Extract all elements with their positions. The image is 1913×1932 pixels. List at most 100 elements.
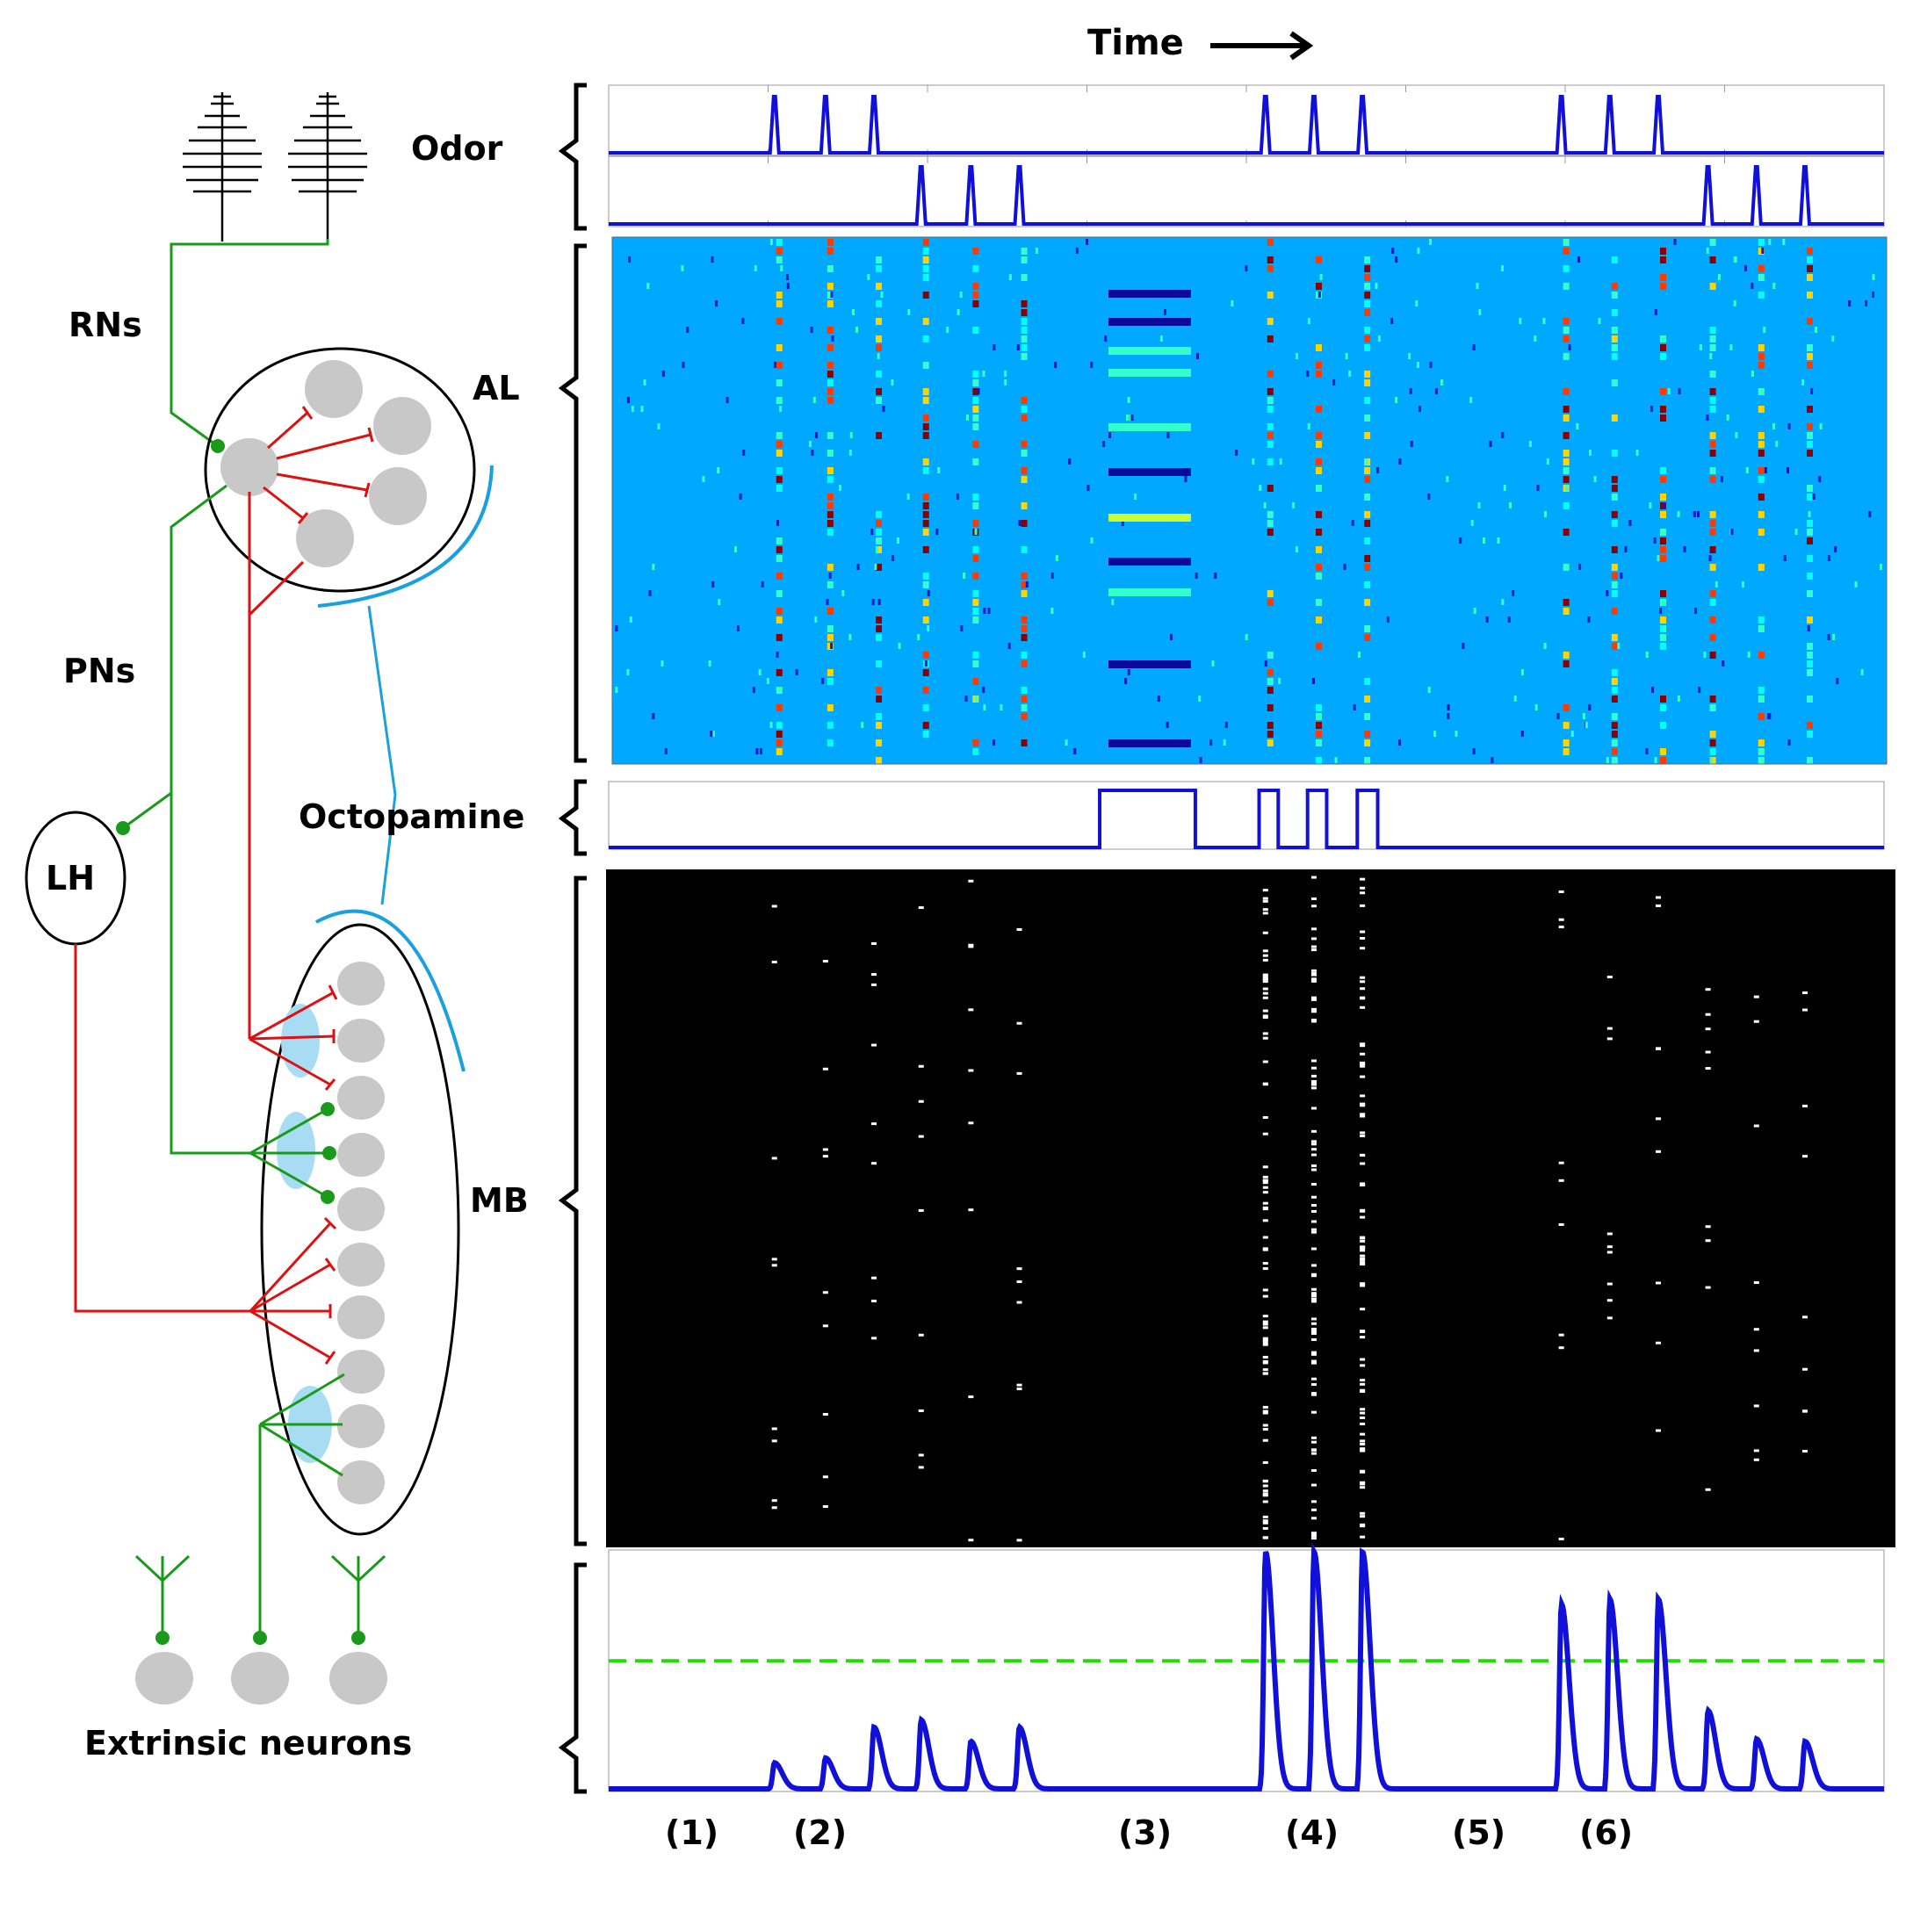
al-mark bbox=[922, 573, 929, 580]
al-mark bbox=[1364, 283, 1371, 290]
al-mark bbox=[1611, 476, 1618, 483]
al-mark bbox=[1848, 300, 1852, 306]
al-neuron bbox=[373, 397, 431, 455]
al-mark bbox=[1184, 476, 1188, 482]
mb-spike bbox=[1705, 1488, 1711, 1491]
mb-spike bbox=[1310, 905, 1317, 908]
al-mark bbox=[875, 546, 878, 552]
mb-spike bbox=[1310, 1010, 1317, 1013]
mb-spike bbox=[1310, 1148, 1317, 1151]
al-mark bbox=[877, 599, 881, 605]
al-mark bbox=[776, 669, 783, 676]
mb-spike bbox=[1262, 1219, 1268, 1222]
circuit-schematic: LH bbox=[25, 92, 494, 1763]
odor-a-trace bbox=[609, 95, 1884, 155]
al-mark bbox=[1806, 406, 1813, 413]
al-mark bbox=[922, 502, 929, 509]
al-mark bbox=[1758, 353, 1765, 360]
al-mark bbox=[827, 371, 834, 378]
al-mark bbox=[1768, 239, 1772, 245]
al-mark bbox=[1021, 274, 1028, 281]
al-mark bbox=[739, 494, 742, 500]
mb-spike bbox=[1360, 886, 1366, 890]
al-mark bbox=[922, 423, 929, 430]
mb-spike bbox=[1360, 1042, 1366, 1046]
al-mark bbox=[1021, 739, 1028, 746]
al-mark bbox=[1364, 432, 1371, 439]
mb-spike bbox=[771, 1258, 777, 1261]
mb-spike bbox=[918, 1466, 924, 1469]
mb-spike bbox=[1310, 1483, 1317, 1487]
antennal-lobe bbox=[204, 347, 476, 593]
mb-spike bbox=[1558, 1222, 1564, 1226]
al-mark bbox=[876, 432, 883, 439]
al-mark bbox=[1659, 722, 1666, 729]
al-mark bbox=[776, 318, 783, 325]
al-mark bbox=[1578, 564, 1582, 570]
al-mark bbox=[1717, 274, 1721, 280]
mb-spike bbox=[1360, 976, 1366, 979]
mb-spike bbox=[1310, 1183, 1317, 1186]
al-mark bbox=[1563, 608, 1570, 615]
mb-spike bbox=[1360, 1113, 1366, 1116]
mb-spike bbox=[1705, 1239, 1711, 1243]
al-mark bbox=[922, 458, 929, 465]
al-mark bbox=[874, 564, 877, 570]
mb-spike bbox=[1606, 1245, 1613, 1249]
al-mark bbox=[898, 643, 901, 649]
al-mark bbox=[1806, 555, 1813, 562]
al-mark bbox=[1611, 643, 1618, 650]
mb-spike bbox=[1262, 1247, 1268, 1251]
al-mark bbox=[1408, 353, 1411, 359]
al-mark bbox=[1086, 239, 1089, 245]
mb-spike bbox=[771, 960, 777, 963]
al-mark bbox=[1546, 458, 1549, 465]
mb-spike bbox=[822, 1412, 828, 1416]
al-mark bbox=[1351, 520, 1354, 526]
al-mark bbox=[1315, 467, 1322, 474]
al-mark bbox=[1758, 696, 1765, 703]
al-mark bbox=[876, 520, 883, 527]
al-mark bbox=[776, 634, 783, 641]
mb-spike bbox=[1262, 1411, 1268, 1415]
al-mark bbox=[1735, 432, 1738, 438]
mb-spike bbox=[1655, 896, 1661, 899]
al-mark bbox=[1611, 713, 1618, 720]
al-mark bbox=[1267, 397, 1274, 404]
al-mark bbox=[664, 748, 668, 754]
al-mark bbox=[1073, 748, 1077, 754]
mb-spike bbox=[1262, 1288, 1268, 1292]
al-mark bbox=[1706, 415, 1709, 421]
al-mark bbox=[646, 283, 650, 289]
al-mark bbox=[1455, 731, 1458, 737]
al-mark bbox=[1709, 406, 1716, 413]
al-mark bbox=[1563, 265, 1570, 272]
al-mark bbox=[1021, 327, 1028, 334]
mb-spike bbox=[1016, 1267, 1022, 1271]
al-mark bbox=[1872, 292, 1875, 298]
al-mark bbox=[876, 660, 883, 667]
mb-spike bbox=[1360, 1515, 1366, 1518]
mb-spike bbox=[1262, 1428, 1268, 1431]
al-mark bbox=[1611, 415, 1618, 422]
al-mark bbox=[827, 265, 834, 272]
mb-spike bbox=[1262, 1082, 1268, 1085]
al-mark bbox=[1865, 300, 1868, 306]
al-mark bbox=[1364, 344, 1371, 351]
al-mark bbox=[1659, 696, 1666, 703]
al-mark bbox=[1476, 283, 1479, 289]
al-mark bbox=[1395, 256, 1398, 263]
al-mark bbox=[808, 441, 812, 447]
phase-label: (6) bbox=[1579, 1813, 1633, 1852]
al-mark bbox=[1364, 256, 1371, 263]
al-mark bbox=[1733, 300, 1736, 306]
mb-spike bbox=[1310, 1066, 1317, 1070]
mb-spike bbox=[968, 879, 974, 883]
al-mark bbox=[827, 625, 834, 632]
mb-spike bbox=[1606, 1316, 1613, 1320]
al-mark bbox=[1709, 529, 1716, 536]
al-mark bbox=[1489, 441, 1492, 447]
al-mark bbox=[1563, 739, 1570, 746]
al-mark bbox=[711, 581, 715, 588]
al-mark bbox=[876, 397, 883, 404]
